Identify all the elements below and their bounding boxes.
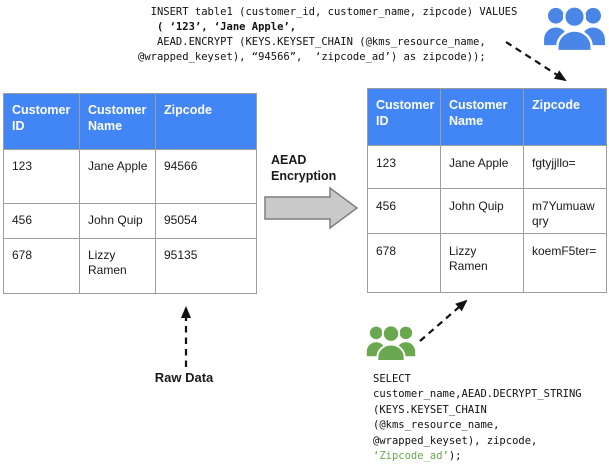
header-cell: Customer ID — [367, 88, 441, 146]
header-cell: Customer ID — [3, 93, 80, 150]
code-line: SELECT — [373, 373, 411, 385]
insert-sql-code: INSERT table1 (customer_id, customer_nam… — [138, 5, 517, 65]
encrypted-data-table: Customer ID Customer Name Zipcode 123 Ja… — [367, 88, 607, 293]
table-cell: koemF5ter= — [523, 233, 607, 293]
table-row: 678 Lizzy Ramen koemF5ter= — [367, 233, 607, 293]
users-group-green-icon — [366, 324, 416, 362]
table-row: 456 John Quip 95054 — [3, 203, 257, 239]
table-cell: Jane Apple — [79, 149, 156, 204]
table-cell: Jane Apple — [440, 145, 524, 189]
highlighted-token: ‘Zipcode_ad’ — [373, 450, 449, 463]
code-suffix: ); — [448, 450, 462, 463]
raw-data-table: Customer ID Customer Name Zipcode 123 Ja… — [3, 93, 257, 294]
select-dashed-arrow — [419, 299, 468, 342]
select-sql-code: SELECT customer_name,AEAD.DECRYPT_STRING… — [373, 372, 582, 464]
users-group-blue-icon — [544, 5, 605, 53]
header-cell: Zipcode — [155, 93, 257, 150]
table-cell: John Quip — [440, 188, 524, 234]
table-cell: 94566 — [155, 149, 257, 204]
table-header-row: Customer ID Customer Name Zipcode — [3, 93, 257, 150]
raw-data-label: Raw Data — [154, 370, 214, 385]
table-row: 123 Jane Apple 94566 — [3, 149, 257, 204]
code-line: (KEYS.KEYSET_CHAIN — [373, 403, 487, 416]
header-cell: Zipcode — [523, 88, 607, 146]
table-row: 678 Lizzy Ramen 95135 — [3, 238, 257, 294]
code-line-bold: ( ‘123’, ‘Jane Apple’, — [138, 21, 297, 33]
table-cell: 456 — [367, 188, 441, 234]
table-cell: 123 — [3, 149, 80, 204]
table-cell: m7Yumuawqry — [523, 188, 607, 234]
table-row: 123 Jane Apple fgtyjjllo= — [367, 145, 607, 189]
code-line: AEAD.ENCRYPT (KEYS.KEYSET_CHAIN (@kms_re… — [138, 36, 486, 48]
header-cell: Customer Name — [79, 93, 156, 150]
table-cell: 95054 — [155, 203, 257, 239]
code-line-highlighted: ‘Zipcode_ad’); — [373, 449, 582, 464]
encryption-flow-arrow — [264, 186, 359, 230]
table-cell: Lizzy Ramen — [440, 233, 524, 293]
table-cell: 678 — [367, 233, 441, 293]
table-row: 456 John Quip m7Yumuawqry — [367, 188, 607, 234]
code-line: (@kms_resource_name, — [373, 419, 500, 432]
code-line: @wrapped_keyset), zipcode, — [373, 434, 538, 447]
table-cell: 456 — [3, 203, 80, 239]
table-cell: 123 — [367, 145, 441, 189]
code-line: customer_name,AEAD.DECRYPT_STRING — [373, 388, 582, 401]
code-line: @wrapped_keyset), “94566”, ‘zipcode_ad’)… — [138, 51, 486, 63]
table-cell: Lizzy Ramen — [79, 238, 156, 294]
header-cell: Customer Name — [440, 88, 524, 146]
code-line: INSERT table1 (customer_id, customer_nam… — [138, 6, 518, 18]
table-header-row: Customer ID Customer Name Zipcode — [367, 88, 607, 146]
table-cell: 678 — [3, 238, 80, 294]
table-cell: John Quip — [79, 203, 156, 239]
aead-encryption-label: AEAD Encryption — [271, 153, 337, 183]
table-cell: 95135 — [155, 238, 257, 294]
table-cell: fgtyjjllo= — [523, 145, 607, 189]
